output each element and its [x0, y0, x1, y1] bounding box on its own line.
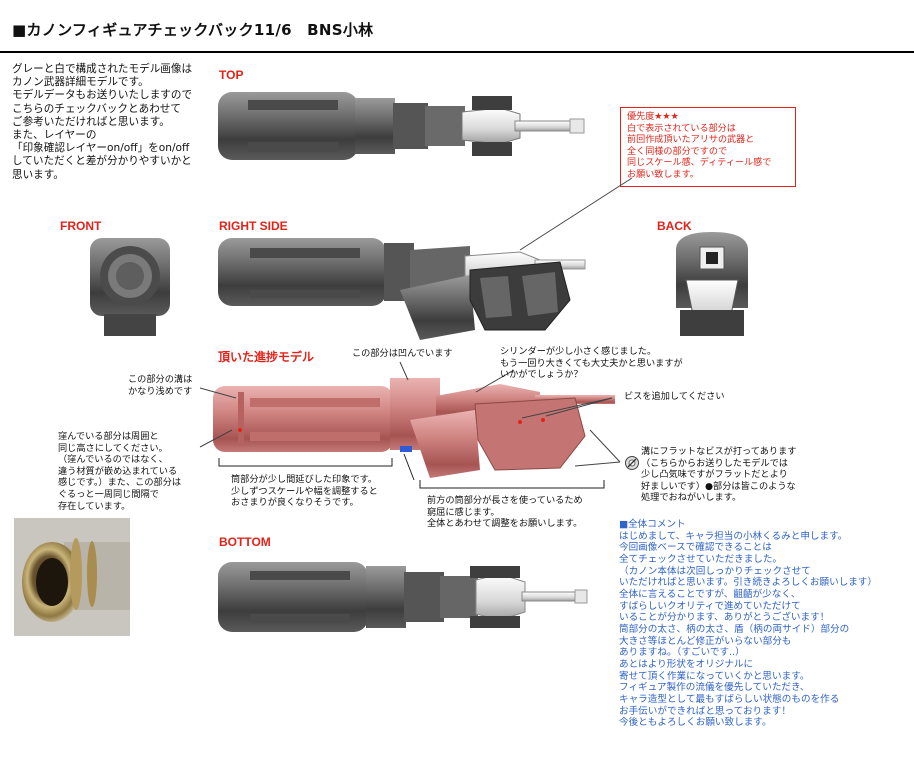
leader-screw-2: [545, 397, 613, 417]
label-back: BACK: [657, 219, 692, 233]
label-progress-model: 頂いた進捗モデル: [218, 350, 315, 364]
note-flat-screw: 溝にフラットなビスが打ってあります（こちらからお送りしたモデルでは少し凸気味です…: [641, 446, 797, 504]
flat-screw-icon: [625, 456, 639, 470]
leader-groove: [199, 387, 237, 399]
progress-model: [213, 378, 615, 478]
overall-comment: ■全体コメントはじめまして、キャラ担当の小林くるみと申します。今回画像ベースで確…: [619, 519, 878, 729]
top-view-model: [218, 92, 585, 160]
note-dent: 窪んでいる部分は周囲と同じ高さにしてください。（窪んでいるのではなく、 違う材質…: [58, 431, 182, 512]
leader-screw-1: [521, 397, 613, 419]
label-top: TOP: [219, 68, 244, 82]
note-front-barrel: 前方の筒部分が長さを使っているため窮屈に感じます。全体とあわせて調整をお願いしま…: [427, 495, 583, 530]
bracket-barrel: [218, 458, 393, 467]
leader-recess: [399, 361, 409, 381]
note-cylinder: シリンダーが少し小さく感じました。もう一回り大きくても大丈夫かと思いますがいかが…: [500, 346, 683, 381]
bracket-front-barrel: [419, 480, 605, 489]
leader-flat-screw-1: [589, 429, 621, 463]
label-front: FRONT: [60, 219, 102, 233]
bottom-view-model: [218, 562, 588, 632]
header-rule: [0, 51, 914, 53]
leader-cylinder: [475, 369, 515, 393]
leader-flat-screw-2: [574, 461, 621, 467]
page-title: ■カノンフィギュアチェックバック11/6 BNS小林: [12, 21, 374, 39]
note-groove: この部分の溝はかなり浅めです: [128, 374, 193, 397]
priority-note-box: 優先度★★★白で表示されている部分は 前回作成頂いたアリサの武器と全く同様の部分…: [620, 107, 796, 187]
leader-priority: [519, 177, 633, 251]
bracket-tick: [403, 453, 415, 481]
front-view-model: [90, 238, 170, 336]
right-side-view-model: [218, 238, 586, 340]
ring-reference-photo: [14, 518, 130, 636]
label-right-side: RIGHT SIDE: [219, 219, 288, 233]
intro-text: グレーと白で構成されたモデル画像はカノン武器詳細モデルです。モデルデータもお送り…: [12, 63, 193, 181]
note-recess: この部分は凹んでいます: [352, 348, 453, 359]
leader-dent: [199, 429, 233, 448]
note-barrel: 筒部分が少し間延びした印象です。少しずつスケールや幅を調整するとおさまりが良くな…: [231, 474, 378, 509]
note-screw: ビスを追加してください: [624, 391, 725, 402]
label-bottom: BOTTOM: [219, 535, 271, 549]
back-view-model: [676, 232, 748, 336]
